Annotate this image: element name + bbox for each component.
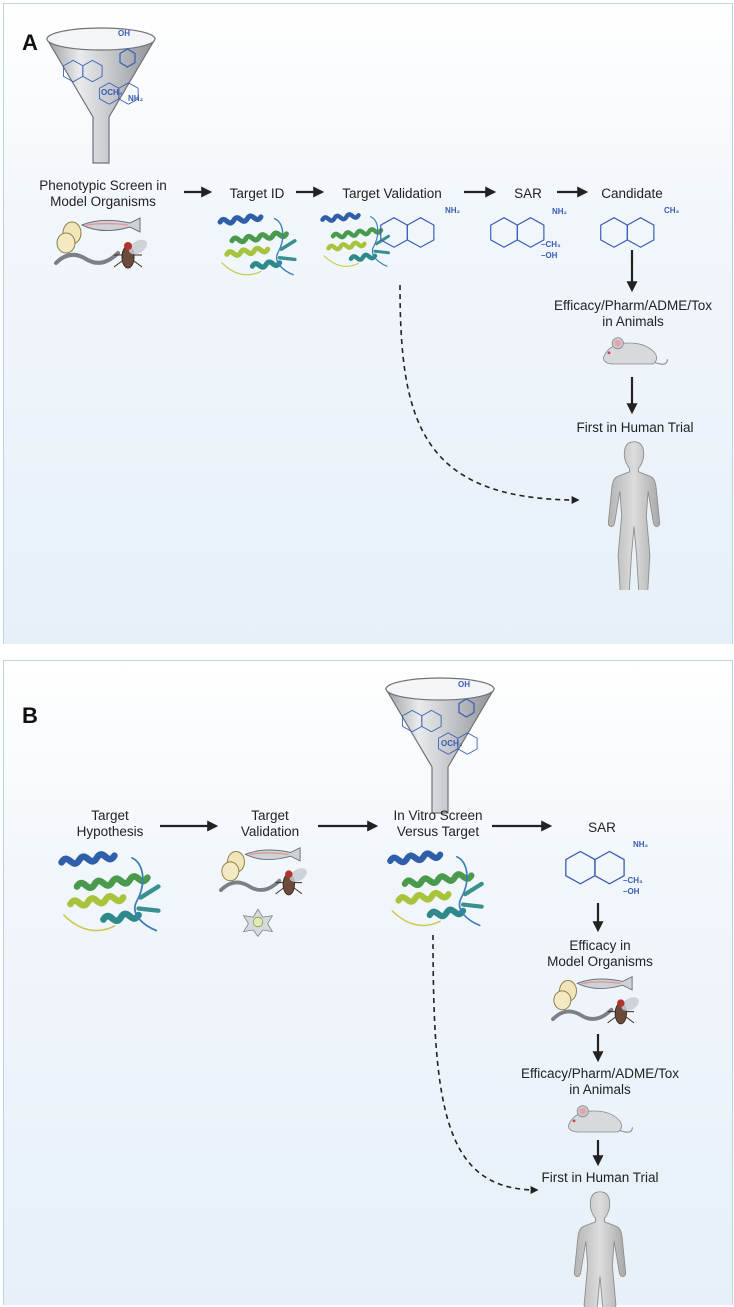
first-in-human-label: First in Human Trial bbox=[576, 420, 694, 435]
ch3-label: CH₃ bbox=[664, 206, 680, 215]
target-validation-label: Target Validation bbox=[342, 186, 442, 201]
oh-label: OH bbox=[458, 680, 470, 689]
sar-label: SAR bbox=[588, 820, 616, 835]
efficacy-models-label-2: Model Organisms bbox=[547, 954, 653, 969]
screening-funnel-icon bbox=[385, 677, 495, 814]
efficacy-label-2: in Animals bbox=[569, 1082, 631, 1097]
ch3-substituent-label: –CH₃ bbox=[623, 876, 643, 885]
target-validation-label-2: Validation bbox=[240, 824, 300, 839]
dashed-arrow bbox=[432, 934, 539, 1194]
phenotypic-screen-label-1: Phenotypic Screen in bbox=[39, 178, 167, 193]
target-id-label: Target ID bbox=[229, 186, 285, 201]
candidate-label: Candidate bbox=[601, 186, 663, 201]
target-validation-label-1: Target bbox=[251, 808, 289, 823]
efficacy-models-label-1: Efficacy in bbox=[569, 938, 631, 953]
och3-label: OCH₃ bbox=[441, 739, 463, 748]
dashed-arrow bbox=[399, 284, 580, 504]
efficacy-label-1: Efficacy/Pharm/ADME/Tox bbox=[520, 1066, 680, 1081]
in-vitro-screen-label-1: In Vitro Screen bbox=[393, 808, 483, 823]
efficacy-label-2: in Animals bbox=[602, 314, 664, 329]
och3-label: OCH₃ bbox=[101, 88, 123, 97]
oh-substituent-label: –OH bbox=[541, 251, 558, 260]
ch3-substituent-label: –CH₃ bbox=[541, 240, 561, 249]
nh2-label: NH₂ bbox=[552, 207, 568, 216]
first-in-human-label: First in Human Trial bbox=[541, 1170, 659, 1185]
panel-a-letter: A bbox=[22, 30, 38, 55]
oh-label: OH bbox=[118, 29, 130, 38]
in-vitro-screen-label-2: Versus Target bbox=[396, 824, 480, 839]
nh2-label: NH₂ bbox=[128, 94, 144, 103]
phenotypic-screen-label-2: Model Organisms bbox=[50, 194, 156, 209]
panel-a bbox=[3, 3, 733, 644]
sar-label: SAR bbox=[514, 186, 542, 201]
efficacy-label-1: Efficacy/Pharm/ADME/Tox bbox=[553, 298, 713, 313]
panel-b-letter: B bbox=[22, 703, 38, 728]
panel-a-arrows bbox=[184, 186, 638, 504]
nh2-label: NH₂ bbox=[445, 206, 461, 215]
screening-funnel-icon bbox=[46, 27, 156, 164]
target-hypothesis-label-2: Hypothesis bbox=[76, 824, 144, 839]
target-hypothesis-label-1: Target bbox=[91, 808, 129, 823]
nh2-label: NH₂ bbox=[633, 840, 649, 849]
oh-substituent-label: –OH bbox=[623, 887, 640, 896]
